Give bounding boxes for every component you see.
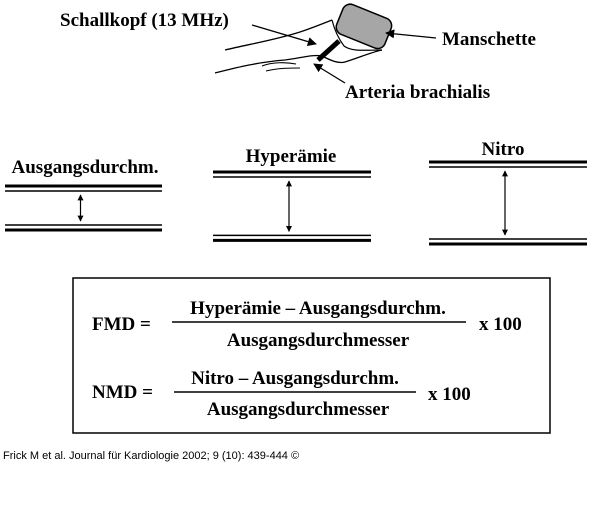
arm-outline	[214, 19, 383, 74]
formula-box	[72, 277, 551, 434]
probe-arrow	[251, 24, 317, 47]
fmd-label: FMD =	[92, 314, 151, 335]
artery-label: Arteria brachialis	[345, 82, 490, 103]
cuff-label: Manschette	[442, 29, 536, 50]
nmd-formula: NMD = Nitro – Ausgangsdurchm. Ausgangsdu…	[92, 368, 471, 420]
artery-arrow	[313, 63, 346, 84]
vessel-title-1: Ausgangsdurchm.	[12, 157, 159, 178]
probe-label: Schallkopf (13 MHz)	[60, 10, 229, 31]
fmd-diagram: Schallkopf (13 MHz) Manschette Arteria b…	[5, 3, 587, 434]
ultrasound-probe	[316, 39, 341, 62]
fmd-factor: x 100	[479, 314, 522, 335]
citation-caption: Frick M et al. Journal für Kardiologie 2…	[3, 450, 300, 462]
nmd-numerator: Nitro – Ausgangsdurchm.	[191, 368, 399, 389]
arm-lower-contour	[331, 19, 383, 51]
fmd-denominator: Ausgangsdurchmesser	[227, 330, 410, 351]
vessel-diagrams: Ausgangsdurchm. Hyperämie Nitro	[5, 139, 587, 246]
cuff-arrow	[385, 29, 437, 39]
nmd-factor: x 100	[428, 384, 471, 405]
hand-outline	[261, 62, 301, 72]
arm-illustration	[214, 3, 437, 84]
vessel-title-2: Hyperämie	[246, 146, 337, 167]
fmd-formula: FMD = Hyperämie – Ausgangsdurchm. Ausgan…	[92, 298, 522, 351]
fmd-numerator: Hyperämie – Ausgangsdurchm.	[190, 298, 446, 319]
nmd-denominator: Ausgangsdurchmesser	[207, 399, 390, 420]
nmd-label: NMD =	[92, 382, 153, 403]
vessel-title-3: Nitro	[482, 139, 525, 160]
